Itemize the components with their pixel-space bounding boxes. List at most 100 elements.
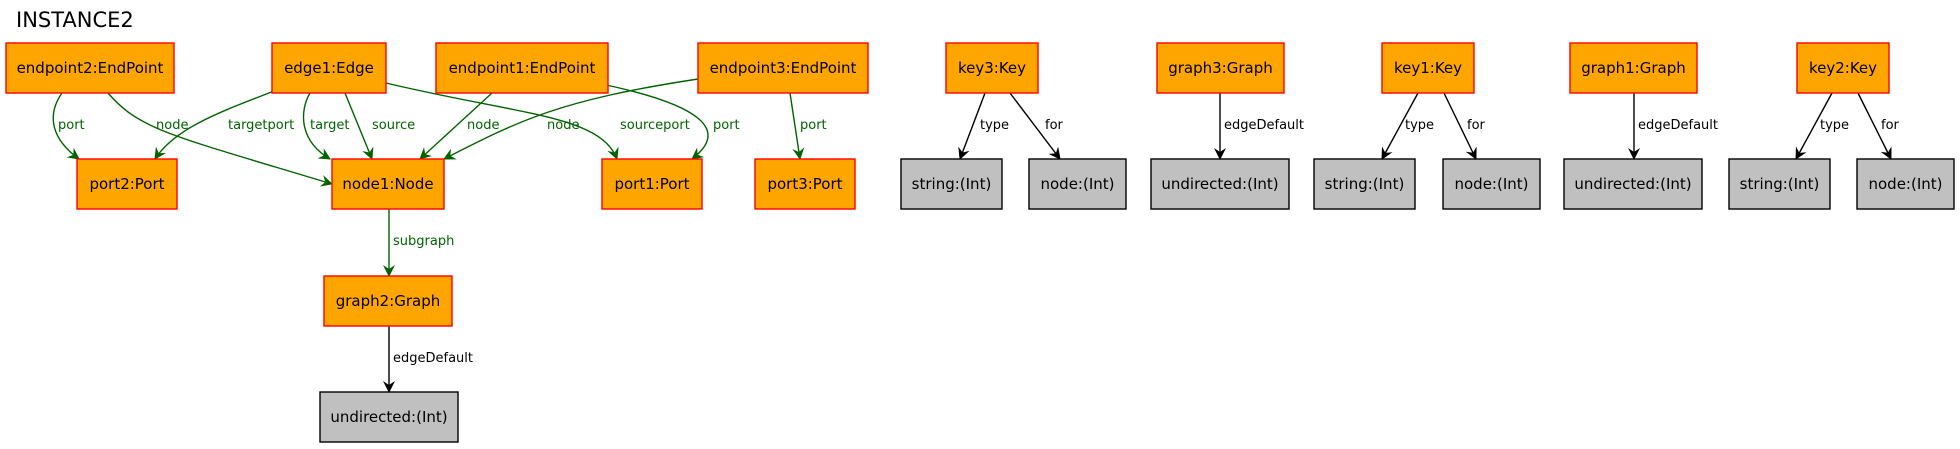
node-label: string:(Int) (1325, 175, 1405, 193)
edge-label: node (156, 118, 188, 133)
object-box (323, 275, 453, 327)
node-label: graph1:Graph (1581, 59, 1686, 77)
value-box (1563, 158, 1703, 210)
edge-key2-for: for (1857, 92, 1900, 160)
edge-ep2-node: node (107, 92, 333, 187)
object-box (1796, 42, 1890, 94)
edge-ep3-node: node (443, 78, 699, 160)
edge-edge1-targetport: targetport (154, 90, 294, 160)
edge-line (1443, 92, 1477, 160)
node-edge1[interactable]: edge1:Edge (271, 42, 387, 94)
edge-line (605, 84, 709, 160)
edge-edge1-target: target (302, 92, 350, 160)
node-string-k2[interactable]: string:(Int) (1728, 158, 1831, 210)
edge-key1-for: for (1443, 92, 1486, 160)
node-undirected-g2[interactable]: undirected:(Int) (319, 391, 459, 443)
edge-line (344, 92, 374, 160)
node-label: string:(Int) (912, 175, 992, 193)
edge-line (958, 92, 986, 160)
edge-line (52, 92, 80, 160)
edge-edge1-source: source (344, 92, 415, 160)
node-label: port3:Port (767, 175, 842, 193)
node-graph2[interactable]: graph2:Graph (323, 275, 453, 327)
edge-line (1381, 92, 1419, 160)
node-label: endpoint1:EndPoint (449, 59, 596, 77)
edge-node1-subgraph: subgraph (383, 209, 454, 277)
edge-key3-for: for (1009, 92, 1064, 160)
value-box (1028, 158, 1127, 210)
edge-line (443, 78, 699, 160)
object-box (1569, 42, 1698, 94)
edge-label: for (1881, 118, 1900, 133)
edge-label: type (1820, 118, 1849, 133)
node-key3[interactable]: key3:Key (945, 42, 1039, 94)
edge-label: node (467, 118, 499, 133)
object-box (697, 42, 869, 94)
edge-label: port (58, 118, 85, 133)
object-box (945, 42, 1039, 94)
node-label: key1:Key (1394, 59, 1462, 77)
node-string-k3[interactable]: string:(Int) (900, 158, 1003, 210)
object-box (5, 42, 175, 94)
node-endpoint2[interactable]: endpoint2:EndPoint (5, 42, 175, 94)
node-node1[interactable]: node1:Node (331, 158, 445, 210)
edge-label: for (1467, 118, 1486, 133)
node-label: string:(Int) (1740, 175, 1820, 193)
edge-line (1009, 92, 1061, 160)
node-port1[interactable]: port1:Port (601, 158, 703, 210)
node-label: key3:Key (958, 59, 1026, 77)
node-undirected-g1[interactable]: undirected:(Int) (1563, 158, 1703, 210)
node-port2[interactable]: port2:Port (76, 158, 178, 210)
node-node-k1[interactable]: node:(Int) (1442, 158, 1541, 210)
edge-label: targetport (228, 118, 294, 133)
edge-label: subgraph (393, 234, 454, 249)
edge-ep1-node: node (419, 92, 499, 160)
edge-graph1-edgedefault: edgeDefault (1628, 93, 1718, 160)
node-label: endpoint2:EndPoint (17, 59, 164, 77)
node-label: node:(Int) (1454, 175, 1528, 193)
node-label: port2:Port (89, 175, 164, 193)
node-string-k1[interactable]: string:(Int) (1313, 158, 1416, 210)
node-label: node:(Int) (1868, 175, 1942, 193)
node-graph1[interactable]: graph1:Graph (1569, 42, 1698, 94)
node-label: undirected:(Int) (1161, 175, 1278, 193)
node-label: endpoint3:EndPoint (710, 59, 857, 77)
object-box (271, 42, 387, 94)
edge-label: port (800, 118, 827, 133)
edge-label: node (547, 118, 579, 133)
edge-ep3-port: port (789, 92, 827, 160)
edge-line (154, 90, 275, 160)
node-key2[interactable]: key2:Key (1796, 42, 1890, 94)
node-label: edge1:Edge (284, 59, 374, 77)
object-box (1381, 42, 1475, 94)
edge-label: edgeDefault (1224, 118, 1304, 133)
value-box (1728, 158, 1831, 210)
value-box (900, 158, 1003, 210)
object-box (1156, 42, 1285, 94)
edge-line (107, 92, 333, 187)
object-box (331, 158, 445, 210)
edge-label: target (310, 118, 350, 133)
node-label: graph3:Graph (1168, 59, 1273, 77)
edge-key3-type: type (958, 92, 1009, 160)
edge-ep2-port: port (52, 92, 85, 160)
node-endpoint3[interactable]: endpoint3:EndPoint (697, 42, 869, 94)
edge-line (385, 82, 619, 160)
value-box (1313, 158, 1416, 210)
node-label: undirected:(Int) (1574, 175, 1691, 193)
value-box (1442, 158, 1541, 210)
node-port3[interactable]: port3:Port (754, 158, 856, 210)
edge-label: sourceport (620, 118, 690, 133)
node-node-k2[interactable]: node:(Int) (1856, 158, 1955, 210)
node-label: node1:Node (342, 175, 433, 193)
node-key1[interactable]: key1:Key (1381, 42, 1475, 94)
edge-graph2-edgedefault: edgeDefault (383, 326, 473, 393)
value-box (1856, 158, 1955, 210)
node-undirected-g3[interactable]: undirected:(Int) (1150, 158, 1290, 210)
node-layer: endpoint2:EndPoint edge1:Edge endpoint1:En… (5, 42, 1955, 443)
node-endpoint1[interactable]: endpoint1:EndPoint (435, 42, 609, 94)
node-graph3[interactable]: graph3:Graph (1156, 42, 1285, 94)
edge-line (419, 92, 493, 160)
node-node-k3[interactable]: node:(Int) (1028, 158, 1127, 210)
